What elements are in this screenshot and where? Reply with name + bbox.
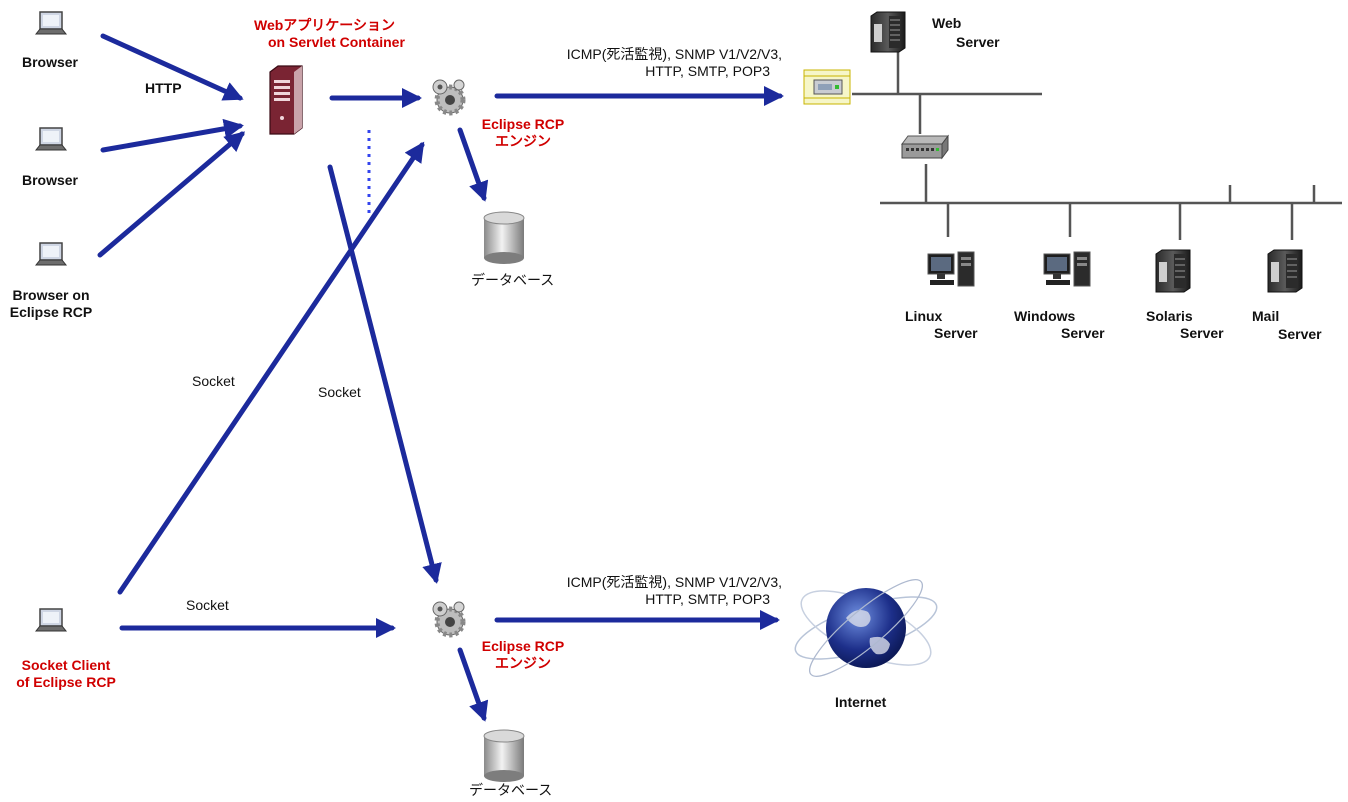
web-server-label-line2: Server (956, 34, 1000, 50)
protocols-bottom-line2: HTTP, SMTP, POP3 (645, 591, 770, 607)
database-top-label: データベース (471, 272, 555, 288)
browser-label: Browser (21, 172, 79, 188)
database-icon (483, 729, 525, 782)
arrow-browser3-webapp (97, 131, 246, 258)
browser-label: Browser (21, 54, 79, 70)
internet-label: Internet (835, 694, 887, 710)
web-server-label-line1: Web (932, 15, 962, 31)
windows-label-line2: Server (1061, 325, 1105, 341)
gear-icon (432, 601, 466, 638)
linux-server-desktop-icon (927, 251, 975, 287)
mail-label-line1: Mail (1252, 308, 1280, 324)
web-server-icon (870, 11, 906, 53)
router-icon (803, 69, 851, 105)
windows-server-desktop-icon (1043, 251, 1091, 287)
laptop-icon (34, 11, 68, 35)
browser-on-rcp-label-line2: Eclipse RCP (9, 304, 93, 320)
browser-on-rcp-label-line1: Browser on (12, 287, 90, 303)
globe-icon (794, 579, 938, 677)
arrow-socketclient-engine-top (117, 141, 425, 595)
engine-top-label-line1: Eclipse RCP (481, 116, 565, 132)
network-lines (852, 50, 1342, 240)
webapp-label-line2: on Servlet Container (268, 34, 405, 50)
servlet-server-icon (269, 65, 303, 135)
switch-icon (901, 134, 949, 160)
mail-label-line2: Server (1278, 326, 1322, 342)
socket-edge-label-bottom: Socket (186, 597, 229, 613)
windows-label-line1: Windows (1014, 308, 1076, 324)
engine-top-label-line2: エンジン (495, 133, 551, 149)
webapp-label-line1: Webアプリケーション (254, 17, 396, 33)
protocols-top-line2: HTTP, SMTP, POP3 (645, 63, 770, 79)
protocols-bottom-line1: ICMP(死活監視), SNMP V1/V2/V3, (566, 574, 782, 590)
solaris-server-icon (1155, 249, 1191, 293)
arrows (97, 33, 784, 722)
socket-edge-label-left: Socket (192, 373, 235, 389)
arrow-engine-top-db (457, 127, 489, 202)
socket-client-label-line2: of Eclipse RCP (16, 674, 116, 690)
arrow-webapp-engine-bottom (327, 164, 442, 584)
socket-client-label-line1: Socket Client (21, 657, 111, 673)
linux-label-line1: Linux (905, 308, 943, 324)
solaris-label-line1: Solaris (1146, 308, 1193, 324)
gear-icon (432, 79, 466, 116)
arrow-engine-bottom-db (457, 647, 489, 722)
arrow-browser2-webapp (100, 118, 244, 153)
laptop-icon (34, 127, 68, 151)
database-bottom-label: データベース (469, 782, 553, 798)
laptop-icon (34, 242, 68, 266)
solaris-label-line2: Server (1180, 325, 1224, 341)
database-icon (483, 211, 525, 264)
socket-edge-label-middle: Socket (318, 384, 361, 400)
mail-server-icon (1267, 249, 1303, 293)
laptop-icon (34, 608, 68, 632)
http-edge-label: HTTP (145, 80, 182, 96)
protocols-top-line1: ICMP(死活監視), SNMP V1/V2/V3, (566, 46, 782, 62)
engine-bottom-label-line2: エンジン (495, 655, 551, 671)
linux-label-line2: Server (934, 325, 978, 341)
arrow-browser1-webapp (100, 33, 244, 101)
engine-bottom-label-line1: Eclipse RCP (481, 638, 565, 654)
